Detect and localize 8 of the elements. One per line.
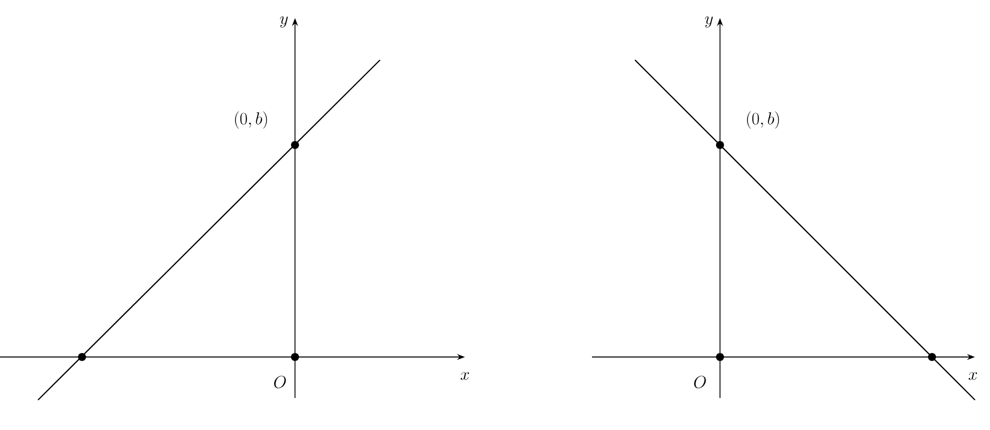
axis-label: $x$ bbox=[460, 372, 470, 380]
axis-label: $y$ bbox=[705, 16, 713, 28]
axis-label: $x$ bbox=[968, 372, 978, 380]
point-label: $(0,b)$ bbox=[747, 111, 779, 129]
point-label: $(0,b)$ bbox=[235, 111, 267, 129]
axis-label: $y$ bbox=[280, 16, 288, 28]
origin-label: $O$ bbox=[694, 376, 706, 388]
origin-label: $O$ bbox=[274, 376, 286, 388]
